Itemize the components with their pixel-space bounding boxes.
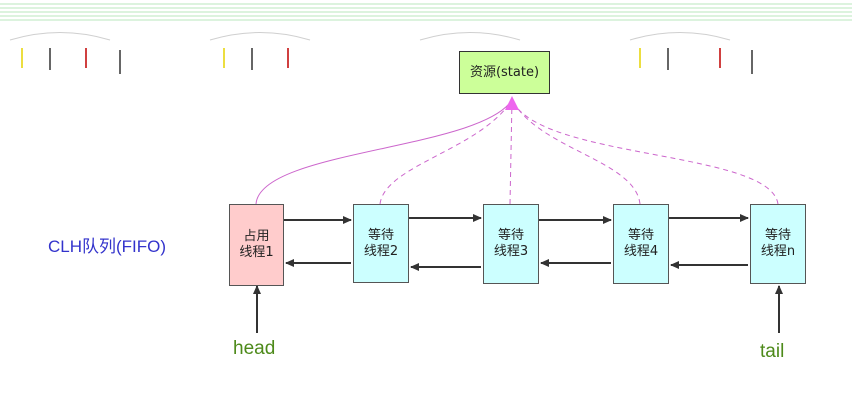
resource-label: 资源(state) bbox=[469, 64, 540, 80]
thread-node-name: 线程n bbox=[760, 244, 796, 259]
thread-node-status: 等待 bbox=[497, 228, 524, 243]
thread-node-status: 等待 bbox=[764, 228, 791, 243]
tail-label: tail bbox=[760, 341, 785, 362]
thread-node-2: 等待 线程2 bbox=[353, 204, 409, 283]
head-label: head bbox=[233, 338, 276, 359]
link-thread1-resource bbox=[255, 99, 513, 205]
thread-node-name: 线程4 bbox=[623, 244, 659, 259]
clh-queue-label: CLH队列(FIFO) bbox=[48, 237, 167, 256]
link-thread4-resource bbox=[511, 99, 641, 205]
thread-node-name: 线程3 bbox=[493, 244, 529, 259]
thread-node-status: 占用 bbox=[243, 229, 270, 244]
resource-state-node: 资源(state) bbox=[459, 51, 550, 94]
thread-node-name: 线程2 bbox=[363, 243, 399, 259]
link-thread2-resource bbox=[379, 99, 513, 205]
thread-node-3: 等待 线程3 bbox=[483, 204, 539, 284]
thread-node-name: 线程1 bbox=[239, 245, 274, 260]
thread-node-4: 等待 线程4 bbox=[613, 204, 669, 284]
thread-node-n: 等待 线程n bbox=[750, 204, 806, 284]
link-threadn-resource bbox=[511, 99, 779, 205]
thread-node-status: 等待 bbox=[627, 228, 654, 243]
thread-node-status: 等待 bbox=[367, 227, 394, 243]
thread-node-1: 占用 线程1 bbox=[229, 204, 284, 286]
link-thread3-resource bbox=[509, 99, 513, 205]
